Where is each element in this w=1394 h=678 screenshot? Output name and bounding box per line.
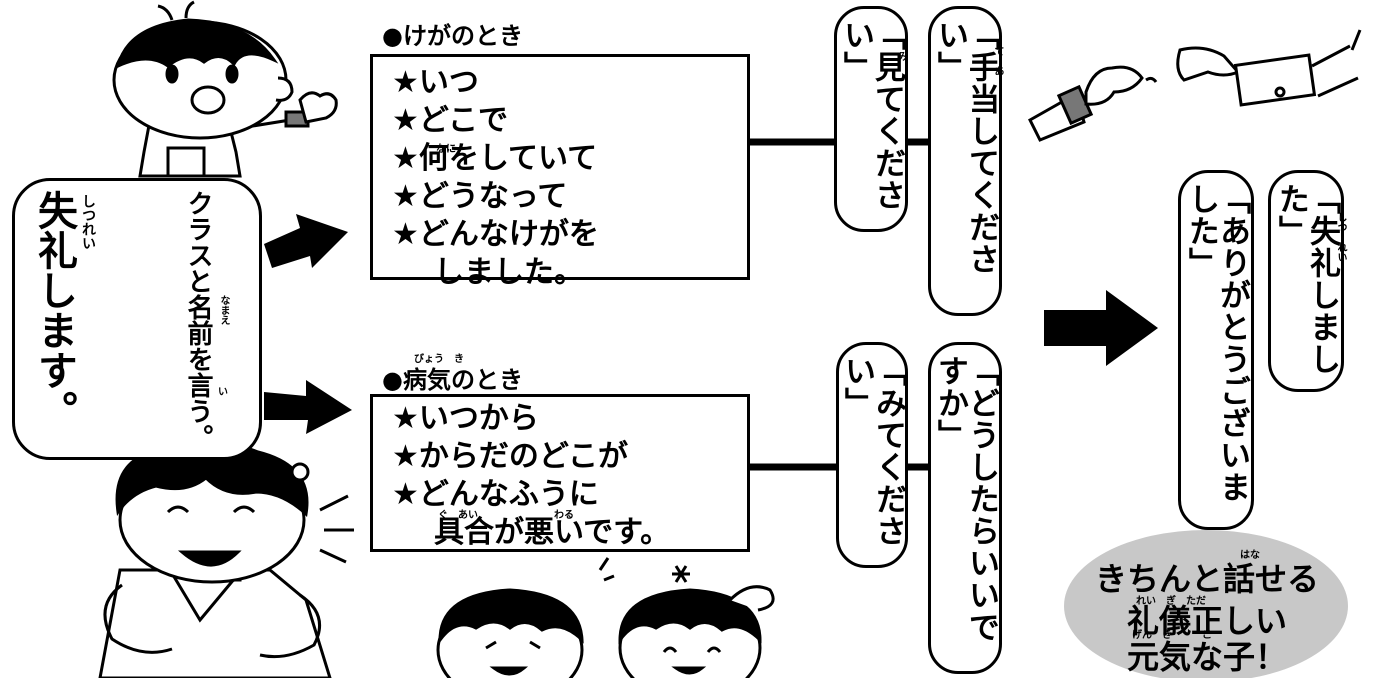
injury-item-did: しました。 bbox=[434, 255, 584, 290]
motto-reigi-ruby: れい ぎ ただ bbox=[1136, 596, 1206, 607]
intro-name-ruby: なまえ bbox=[218, 295, 229, 325]
injury-mi-ruby: み bbox=[898, 52, 908, 63]
arrow-to-illness-icon bbox=[264, 380, 352, 434]
injury-look-pill: 「見てください」 bbox=[834, 6, 908, 232]
illness-guai-ruby: ぐ あい bbox=[438, 510, 478, 521]
illness-look-text: 「みてください」 bbox=[839, 355, 906, 547]
intro-shitsurei-ruby: しつれい bbox=[80, 194, 96, 250]
boy-illustration bbox=[112, 0, 338, 178]
injury-item-where: ★どこで bbox=[392, 103, 508, 138]
injury-item-when: ★いつ bbox=[392, 65, 479, 100]
illness-item-since: ★いつから bbox=[392, 401, 539, 436]
motto-hana-ruby: はな bbox=[1240, 550, 1260, 561]
injury-item-what-doing: ★何をしていて bbox=[392, 141, 598, 176]
injury-item-how: ★どうなって bbox=[392, 179, 568, 214]
illness-item-how: ★どんなふうに bbox=[392, 477, 599, 512]
injury-list: ★いつ ★どこで ★何をしていて ★どうなって ★どんなけがを しました。 bbox=[392, 64, 599, 292]
motto-line-1: きちんと話せる bbox=[1094, 560, 1319, 598]
illness-what-pill: 「どうしたらいいですか」 bbox=[928, 342, 1002, 674]
illness-item-where: ★からだのどこが bbox=[392, 439, 628, 474]
illness-item-feel-bad: 具合が悪いです。 bbox=[434, 515, 671, 550]
injury-treat-text: 「手当してください」 bbox=[932, 19, 999, 275]
injury-item-what-injury: ★どんなけがを bbox=[392, 217, 599, 252]
injury-teate-ruby: て あ bbox=[992, 46, 1003, 76]
motto-line-2: 礼儀正しい bbox=[1126, 602, 1287, 640]
intro-shitsurei-text: 失礼します。 bbox=[31, 190, 77, 430]
injury-box bbox=[370, 54, 750, 280]
kids-illustration bbox=[436, 557, 775, 678]
closing-excuse-pill: 「失礼しました」 bbox=[1268, 170, 1344, 392]
illness-box bbox=[370, 394, 750, 552]
closing-thanks-text: 「ありがとうございました」 bbox=[1183, 183, 1250, 503]
woman-illustration bbox=[98, 439, 354, 678]
hands-illustration bbox=[1028, 29, 1362, 142]
arrow-to-closing-icon bbox=[1044, 290, 1158, 366]
intro-class-name-text: クラスと名前を言う。 bbox=[183, 190, 213, 450]
injury-nani-ruby: なに bbox=[436, 144, 456, 155]
illness-byouki-ruby: びょう き bbox=[414, 354, 464, 365]
closing-excuse-text: 「失礼しました」 bbox=[1273, 183, 1340, 375]
illness-look-pill: 「みてください」 bbox=[836, 342, 908, 568]
illness-warui-ruby: わる bbox=[554, 510, 574, 521]
illness-heading: ●病気のとき bbox=[382, 366, 523, 394]
arrow-to-injury-icon bbox=[264, 214, 348, 268]
injury-heading: ●けがのとき bbox=[382, 22, 523, 50]
closing-thanks-pill: 「ありがとうございました」 bbox=[1178, 170, 1254, 530]
injury-treat-pill: 「手当してください」 bbox=[928, 6, 1002, 316]
injury-look-text: 「見てください」 bbox=[838, 19, 905, 211]
motto-background bbox=[1064, 530, 1348, 678]
motto-line-3: 元気な子！ bbox=[1126, 638, 1287, 676]
illness-what-text: 「どうしたらいいですか」 bbox=[932, 355, 999, 643]
intro-box bbox=[12, 178, 262, 460]
illness-list: ★いつから ★からだのどこが ★どんなふうに 具合が悪いです。 bbox=[392, 400, 670, 552]
intro-say-ruby: い bbox=[218, 387, 228, 398]
closing-shitsurei-ruby: しつ れい bbox=[1335, 212, 1346, 262]
motto-genki-ruby: げん き こ bbox=[1132, 630, 1212, 641]
